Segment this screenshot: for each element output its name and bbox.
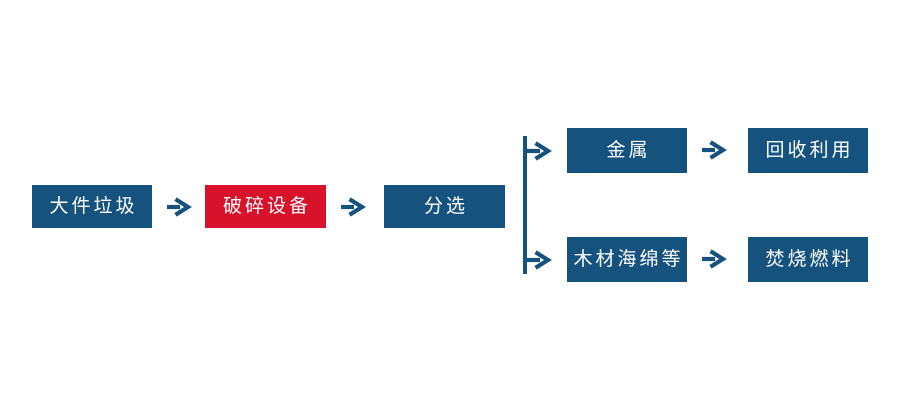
node-wood-sponge: 木材海绵等 [567, 237, 687, 282]
arrow-right-icon [167, 197, 192, 217]
arrow-right-icon [527, 141, 552, 161]
node-incineration-fuel: 焚烧燃料 [748, 237, 868, 282]
node-sorting: 分选 [384, 185, 505, 228]
node-label: 回收利用 [765, 139, 854, 161]
node-crushing-equipment: 破碎设备 [205, 185, 326, 228]
node-label: 破碎设备 [222, 195, 311, 217]
arrow-right-icon [702, 140, 727, 160]
arrow-right-icon [702, 249, 727, 269]
node-label: 焚烧燃料 [765, 248, 854, 270]
node-label: 木材海绵等 [573, 248, 684, 270]
node-metal: 金属 [567, 128, 687, 173]
node-label: 金属 [606, 139, 651, 161]
arrow-right-icon [527, 250, 552, 270]
node-label: 分选 [423, 195, 468, 217]
arrow-right-icon [341, 197, 366, 217]
node-bulky-waste: 大件垃圾 [32, 185, 152, 228]
branch-connector-line [523, 136, 527, 274]
node-label: 大件垃圾 [49, 195, 138, 217]
node-recycling: 回收利用 [748, 128, 868, 173]
